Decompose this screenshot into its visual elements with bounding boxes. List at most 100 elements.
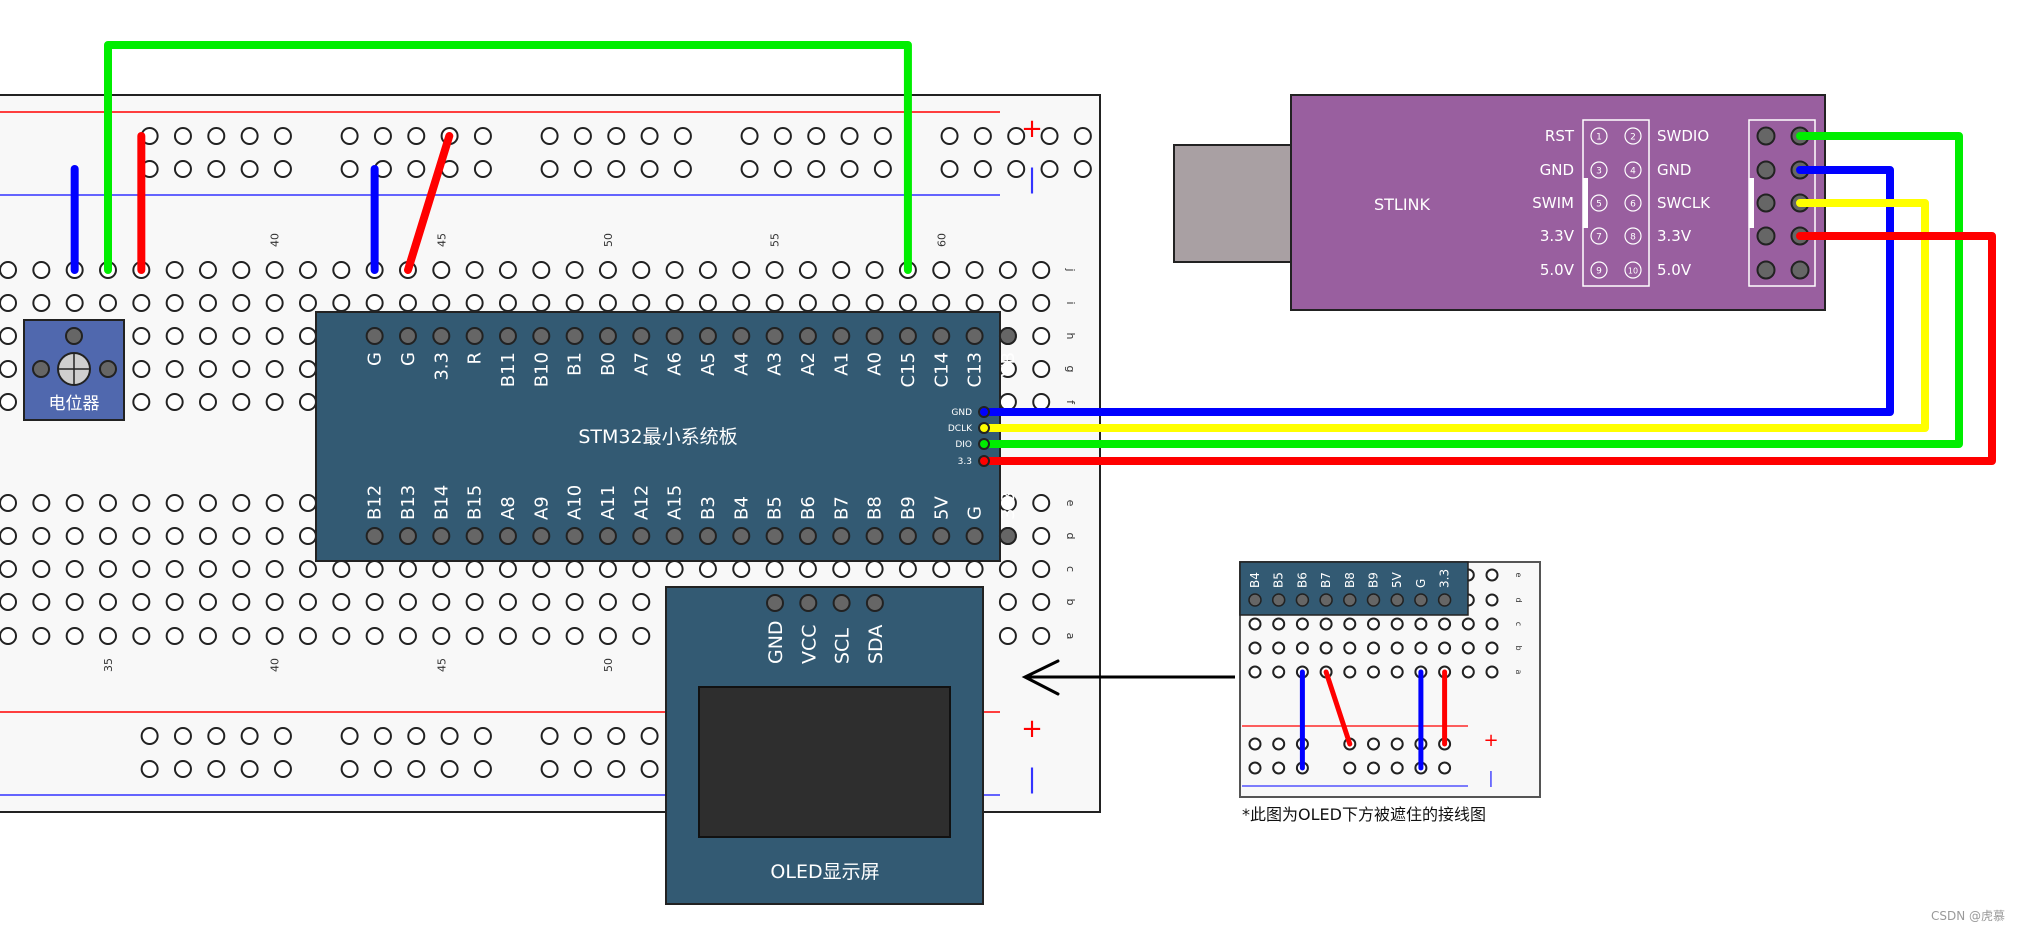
row-label: f (1064, 400, 1077, 405)
row-label: i (1064, 301, 1077, 304)
breadboard-hole (65, 294, 84, 312)
breadboard-hole (32, 627, 51, 645)
stm32-label: STM32最小系统板 (578, 426, 737, 448)
breadboard-hole (698, 560, 717, 578)
inset-rail-hole (1390, 737, 1404, 751)
stm32-top-pin-label: A5 (698, 352, 719, 376)
breadboard-hole (532, 560, 551, 578)
inset-hole (1367, 665, 1380, 679)
rail-hole (207, 727, 226, 745)
rail-hole (273, 127, 292, 145)
inset-rail-hole (1272, 761, 1286, 775)
rail-hole (1040, 160, 1059, 178)
rail-hole (1073, 160, 1092, 178)
breadboard-hole (298, 494, 317, 512)
oled-label: OLED显示屏 (770, 861, 879, 883)
rail-hole (340, 760, 359, 778)
potentiometer-pin (99, 360, 117, 378)
stlink-pin-number-circle (1590, 194, 1608, 212)
stm32-bottom-pin-label: A9 (531, 496, 552, 520)
column-label: 50 (602, 233, 615, 247)
rail-hole (273, 160, 292, 178)
breadboard-hole (598, 627, 617, 645)
breadboard-hole (698, 294, 717, 312)
inset-minus-sign: | (1488, 768, 1493, 787)
breadboard-hole (1032, 494, 1051, 512)
rail-hole (640, 160, 659, 178)
breadboard-hole (498, 627, 517, 645)
swd-pin (978, 422, 990, 434)
breadboard-hole (332, 627, 351, 645)
inset-hole (1248, 641, 1262, 655)
rail-hole (940, 160, 959, 178)
stm32-pin (798, 327, 817, 345)
inset-rail-hole (1390, 761, 1404, 775)
stlink-connector-pin (1756, 193, 1776, 213)
breadboard-hole (1032, 393, 1051, 411)
rail-hole (473, 160, 492, 178)
breadboard-hole (665, 560, 684, 578)
stm32-bottom-pin-label: 5V (931, 496, 952, 520)
stm32-bottom-pin-label: A8 (498, 496, 519, 520)
swd-pin (978, 438, 990, 450)
breadboard-hole (0, 494, 18, 512)
stm32-pin (532, 527, 551, 545)
inset-hole (1272, 617, 1286, 631)
inset-rail-hole (1248, 761, 1262, 775)
inset-rail-hole (1367, 737, 1380, 751)
inset-hole (1461, 641, 1475, 655)
breadboard-hole (565, 294, 584, 312)
stm32-pin (665, 527, 684, 545)
rail-hole (540, 760, 559, 778)
rail-hole (340, 727, 359, 745)
stm32-top-pin-label: B0 (598, 352, 619, 376)
stlink-left-label: 5.0V (1540, 261, 1575, 279)
rail-hole (173, 727, 192, 745)
inset-hole (1343, 617, 1357, 631)
breadboard-hole (1032, 261, 1051, 279)
rail-hole (540, 127, 559, 145)
breadboard-hole (465, 627, 484, 645)
swd-gnd (980, 166, 1894, 416)
stm32-board (315, 311, 1001, 562)
rail-hole (607, 127, 626, 145)
stlink-pin-number: 10 (1628, 267, 1638, 276)
breadboard-hole (432, 261, 451, 279)
breadboard-hole (265, 360, 284, 378)
breadboard-hole (332, 294, 351, 312)
stm32-bottom-pin-label: B4 (731, 496, 752, 520)
inset-hole (1414, 641, 1428, 655)
rail-hole (607, 760, 626, 778)
rail-hole (407, 160, 426, 178)
breadboard-hole (998, 560, 1017, 578)
breadboard-hole (632, 593, 651, 611)
stm32-pin (765, 327, 784, 345)
stm32-pin (598, 527, 617, 545)
breadboard-hole (432, 593, 451, 611)
inset-row-label: e (1514, 573, 1523, 578)
wires (70, 41, 1996, 696)
stm32-pin (398, 527, 417, 545)
bottom-rail-plus-sign: + (1021, 714, 1043, 744)
breadboard-hole (132, 560, 151, 578)
rail-hole (973, 127, 992, 145)
rail-hole (740, 160, 759, 178)
inset-pin (1271, 593, 1286, 607)
rail-hole (540, 727, 559, 745)
stm32-bottom-pin-label: G (965, 506, 986, 520)
inset-hole (1367, 641, 1380, 655)
rail-hole (1007, 127, 1026, 145)
rail-hole (407, 760, 426, 778)
stm32-bottom-pin-label: B7 (831, 496, 852, 520)
stm32-pin (732, 527, 751, 545)
breadboard-hole (732, 560, 751, 578)
breadboard-hole (165, 294, 184, 312)
breadboard-hole (32, 560, 51, 578)
breadboard-hole (132, 294, 151, 312)
breadboard-hole (198, 627, 217, 645)
breadboard-hole (165, 560, 184, 578)
breadboard-hole (198, 494, 217, 512)
stlink-label: STLINK (1374, 195, 1431, 214)
breadboard-hole (0, 360, 18, 378)
